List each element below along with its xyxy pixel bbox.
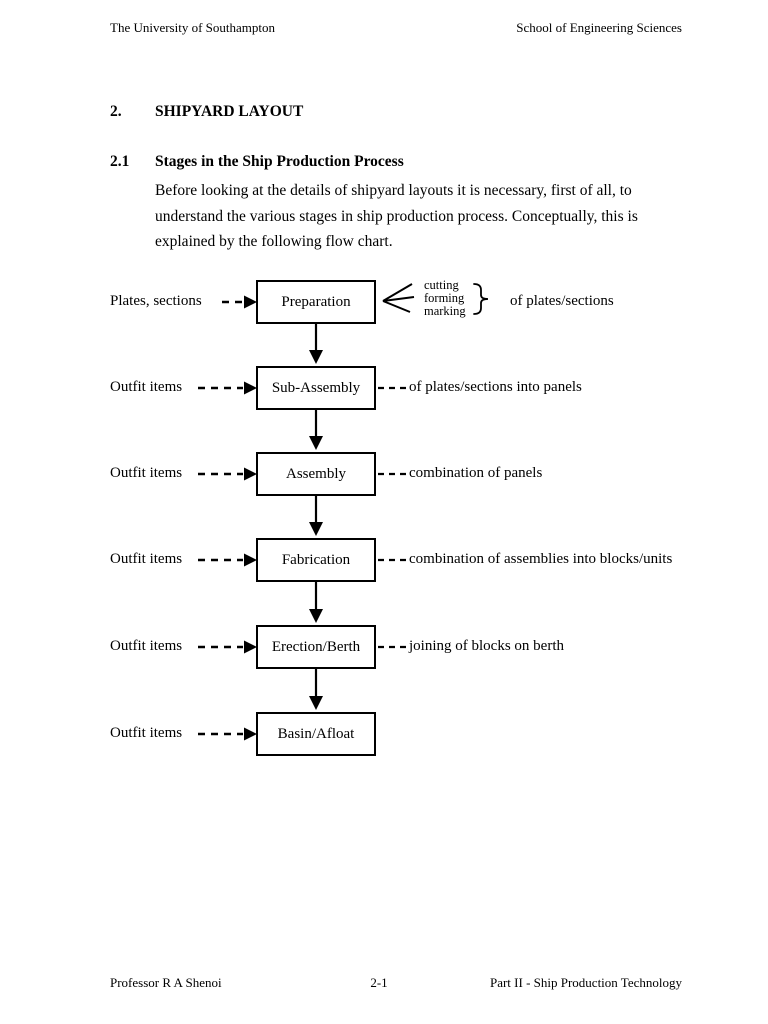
arrowhead-icon <box>244 467 257 481</box>
arrowhead-icon <box>309 696 323 710</box>
stage-box-sub-assembly: Sub-Assembly <box>256 366 376 410</box>
stage-annotation: joining of blocks on berth <box>409 638 564 654</box>
arrowhead-icon <box>309 609 323 623</box>
arrowhead-icon <box>309 522 323 536</box>
flowchart: Plates, sections Outfit items Outfit ite… <box>0 270 768 770</box>
fan-icon <box>382 283 415 313</box>
paragraph-line: explained by the following flow chart. <box>155 233 393 250</box>
stage-annotation: of plates/sections <box>510 293 614 309</box>
section-number: 2. <box>110 103 122 120</box>
input-label: Plates, sections <box>110 293 202 309</box>
paragraph-line: Before looking at the details of shipyar… <box>155 182 632 199</box>
arrowhead-icon <box>244 727 257 741</box>
stage-annotation: combination of panels <box>409 465 543 481</box>
arrowhead-icon <box>309 350 323 364</box>
stage-box-preparation: Preparation <box>256 280 376 324</box>
stage-label: Sub-Assembly <box>271 379 361 396</box>
stage-box-basin-afloat: Basin/Afloat <box>256 712 376 756</box>
paragraph-line: understand the various stages in ship pr… <box>155 207 638 225</box>
footer-author: Professor R A Shenoi <box>110 975 222 990</box>
stage-label: Fabrication <box>281 551 351 568</box>
input-label: Outfit items <box>110 465 183 481</box>
stage-box-assembly: Assembly <box>256 452 376 496</box>
stage-annotation: of plates/sections into panels <box>409 379 582 395</box>
header-right: School of Engineering Sciences <box>516 20 682 35</box>
flowchart-connectors <box>198 283 489 741</box>
arrowhead-icon <box>244 640 257 654</box>
subsection-number: 2.1 <box>110 153 130 170</box>
input-label: Outfit items <box>110 638 183 654</box>
subsection-title: Stages in the Ship Production Process <box>155 153 404 170</box>
operations-list: cutting forming marking <box>424 279 466 318</box>
footer-course: Part II - Ship Production Technology <box>489 975 682 990</box>
intro-paragraph: Before looking at the details of shipyar… <box>155 178 670 255</box>
operation-item: marking <box>424 304 466 318</box>
arrowhead-icon <box>309 436 323 450</box>
input-label: Outfit items <box>110 725 183 741</box>
stage-label: Basin/Afloat <box>277 725 355 742</box>
operation-item: cutting <box>424 278 459 292</box>
arrowhead-icon <box>244 295 257 309</box>
stage-label: Assembly <box>286 465 346 482</box>
input-label: Outfit items <box>110 551 183 567</box>
operation-item: forming <box>424 291 465 305</box>
stage-box-fabrication: Fabrication <box>256 538 376 582</box>
brace-icon <box>473 283 489 315</box>
section-title: SHIPYARD LAYOUT <box>155 103 304 120</box>
stage-label: Preparation <box>281 293 351 310</box>
input-label: Outfit items <box>110 379 183 395</box>
arrowhead-icon <box>244 553 257 567</box>
footer-page-number: 2-1 <box>370 975 388 990</box>
arrowhead-icon <box>244 381 257 395</box>
stage-label: Erection/Berth <box>271 638 361 655</box>
header-left: The University of Southampton <box>110 20 276 35</box>
stage-annotation: combination of assemblies into blocks/un… <box>409 551 673 567</box>
stage-box-erection-berth: Erection/Berth <box>256 625 376 669</box>
